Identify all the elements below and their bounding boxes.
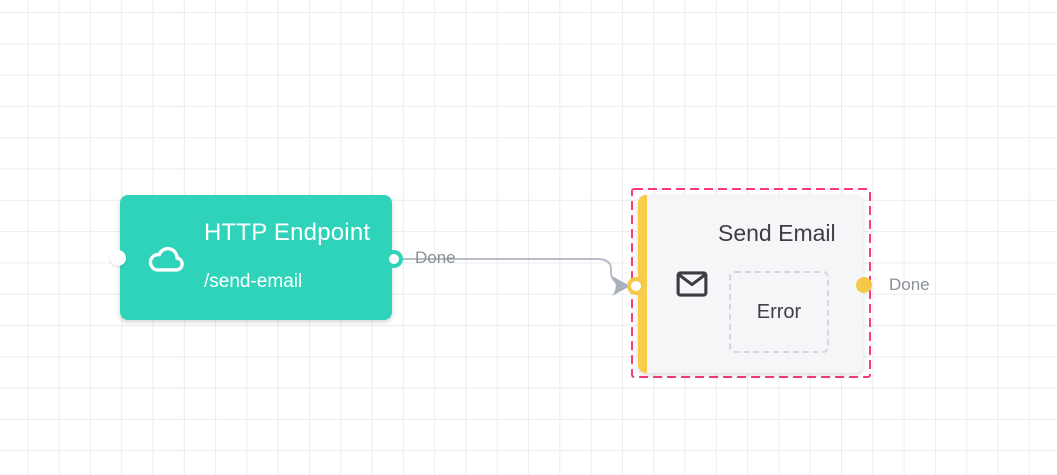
port-email-input[interactable] (627, 277, 645, 295)
port-http-output[interactable] (385, 250, 403, 268)
node-http-endpoint[interactable]: HTTP Endpoint /send-email (120, 195, 392, 320)
error-drop-slot[interactable]: Error (729, 271, 829, 353)
node-title: HTTP Endpoint (204, 219, 371, 246)
output-port-label-done: Done (889, 275, 930, 294)
node-title: Send Email (718, 220, 836, 246)
edge-label-done: Done (415, 248, 456, 267)
cloud-icon (148, 246, 184, 272)
error-slot-label: Error (756, 300, 802, 323)
node-send-email[interactable]: Send Email Error (638, 195, 863, 373)
node-subtitle: /send-email (204, 271, 303, 292)
port-http-input[interactable] (110, 250, 126, 266)
port-email-output[interactable] (856, 277, 872, 293)
envelope-icon (676, 271, 708, 297)
node-body: Send Email Error (647, 195, 863, 373)
